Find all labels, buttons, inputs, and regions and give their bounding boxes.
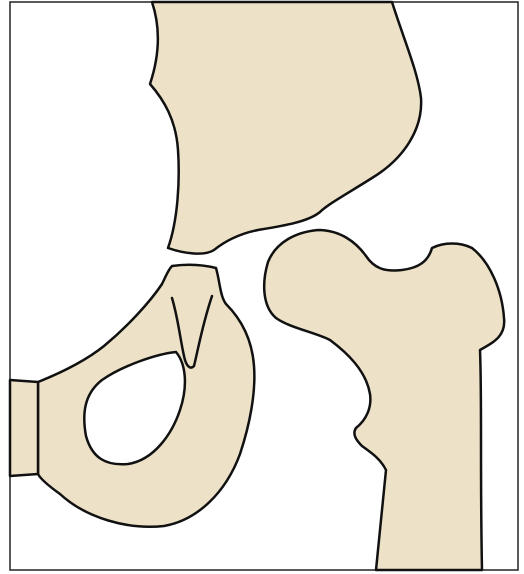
ilium-bone (150, 2, 421, 254)
femur-bone (264, 230, 504, 570)
sacrum-block (10, 380, 38, 476)
